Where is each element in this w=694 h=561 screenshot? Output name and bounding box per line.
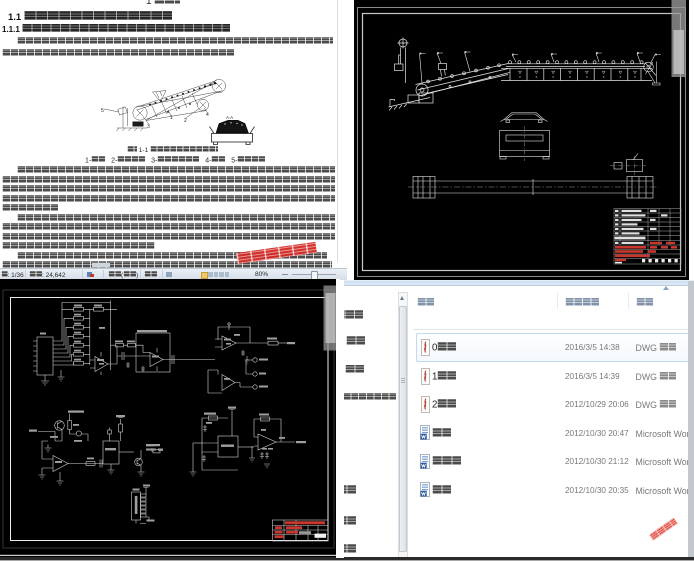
svg-text:1: 1 <box>170 115 173 121</box>
svg-text:5: 5 <box>101 108 104 114</box>
svg-text:3: 3 <box>147 124 150 130</box>
svg-text:A-A: A-A <box>226 115 233 120</box>
svg-text:4: 4 <box>206 112 209 118</box>
svg-text:2: 2 <box>184 118 187 124</box>
